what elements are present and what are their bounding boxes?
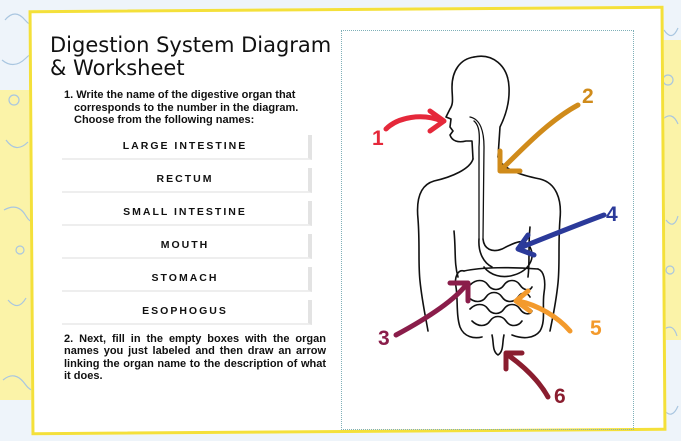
choice-stomach: STOMACH [62,267,312,292]
choice-small-intestine: SMALL INTESTINE [62,201,312,226]
arrow-2 [500,105,578,171]
worksheet-title: Digestion System Diagram & Worksheet [50,34,332,80]
choice-rectum: RECTUM [62,168,312,193]
label-number-4: 4 [606,203,618,227]
label-number-5: 5 [590,317,602,341]
arrow-1 [386,111,444,131]
choice-large-intestine: LARGE INTESTINE [62,135,312,160]
label-number-2: 2 [582,85,594,109]
arrow-3 [396,283,468,335]
choice-mouth: MOUTH [62,234,312,259]
organ-choices-list: LARGE INTESTINE RECTUM SMALL INTESTINE M… [62,135,312,325]
worksheet-text-column: Digestion System Diagram & Worksheet 1. … [50,34,332,383]
choice-esophogus: ESOPHOGUS [62,300,312,325]
digestive-diagram: 1 2 3 4 5 6 [341,30,634,430]
label-number-1: 1 [372,127,384,151]
label-number-6: 6 [554,385,566,409]
instruction-1: 1. Write the name of the digestive organ… [64,89,316,127]
arrow-6 [506,353,548,397]
arrow-4 [518,215,604,255]
instruction-2: 2. Next, fill in the empty boxes with th… [64,333,326,383]
arrow-5 [516,291,570,331]
label-number-3: 3 [378,327,390,351]
